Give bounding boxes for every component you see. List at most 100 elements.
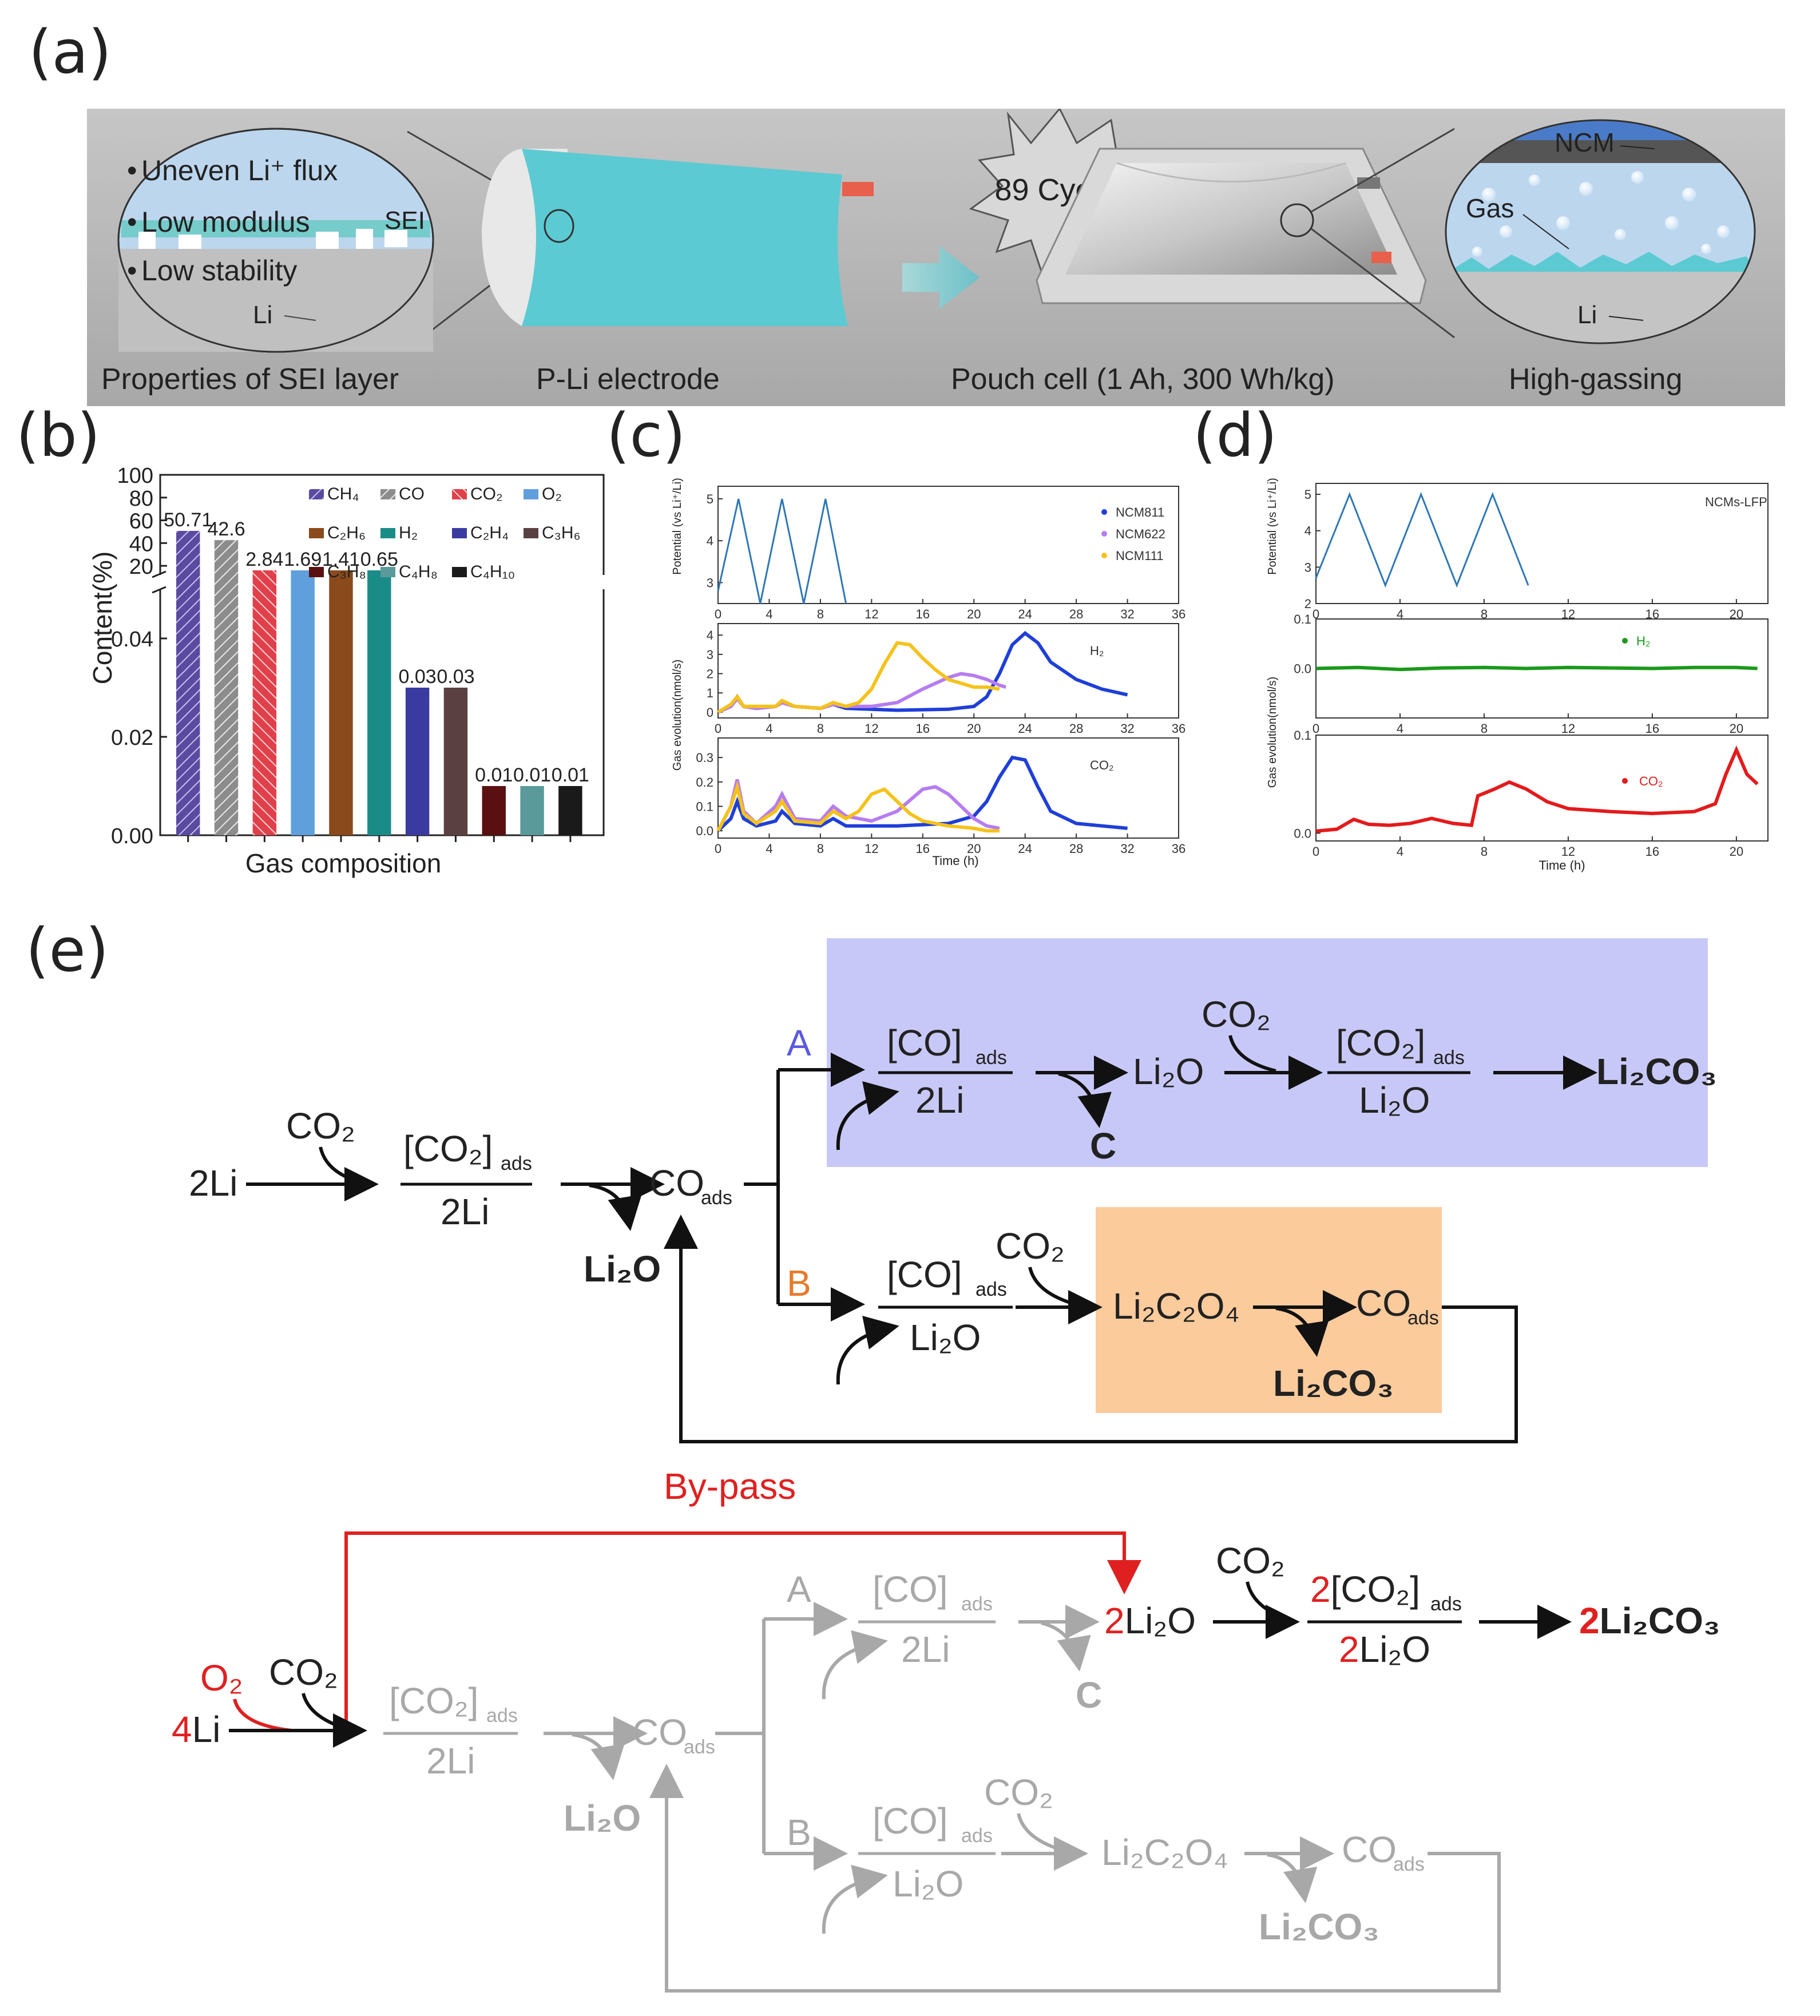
legend-label: NCM811 — [1116, 505, 1164, 519]
bottom-product: 2Li₂CO₃ — [1579, 1600, 1720, 1641]
subplot-frame — [717, 623, 1179, 719]
xtick-label: 0 — [1313, 607, 1319, 621]
chart-c-ylabel-potential: Potential (vs Li⁺/Li) — [671, 478, 684, 575]
top-co2-ads: [CO₂] — [403, 1128, 493, 1169]
svg-text:Li₂C₂O₄: Li₂C₂O₄ — [1101, 1832, 1228, 1873]
chart-b-bar — [214, 540, 239, 835]
xtick-label: 12 — [865, 721, 878, 736]
xtick-label: 8 — [817, 721, 824, 736]
panel-label-d: (d) — [1193, 400, 1278, 470]
xtick-label: 4 — [766, 721, 772, 736]
chart-b-ylabel: Content(%) — [88, 551, 117, 685]
chart-b-ytick-label: 80 — [129, 487, 153, 511]
chart-b-value-label: 2.84 — [245, 549, 283, 570]
svg-text:CO₂: CO₂ — [1216, 1540, 1285, 1581]
xtick-label: 0 — [715, 842, 721, 856]
top-co-ads: CO — [649, 1162, 704, 1204]
svg-text:CO: CO — [1342, 1829, 1397, 1870]
pouch-cell — [1036, 148, 1427, 304]
xtick-label: 0 — [1313, 844, 1319, 859]
svg-text:Li₂CO₃: Li₂CO₃ — [1273, 1363, 1394, 1404]
legend-label: NCM111 — [1116, 549, 1164, 563]
ytick-label: 4 — [707, 534, 713, 548]
caption-sei: Properties of SEI layer — [101, 363, 399, 396]
pathway-a-label: A — [787, 1022, 811, 1063]
pathway-b-box — [1096, 1207, 1442, 1413]
potential-line — [1315, 491, 1529, 588]
ncm-label: NCM — [1555, 128, 1615, 157]
chart-b-ytick-label: 0.04 — [111, 628, 153, 652]
chart-b-legend-swatch — [524, 528, 538, 538]
gas-label: Gas — [1466, 193, 1514, 223]
xtick-label: 16 — [1645, 721, 1659, 736]
chart-b-value-label: 0.01 — [513, 764, 551, 786]
svg-text:CO: CO — [632, 1712, 687, 1753]
sei-zoom-ellipse — [117, 128, 434, 353]
ytick-label: 0.0 — [1294, 662, 1311, 676]
chart-b-legend-swatch — [452, 567, 467, 577]
xtick-label: 12 — [865, 607, 878, 621]
chart-b-value-label: 42.6 — [207, 518, 245, 540]
chart-b-value-label: 0.65 — [360, 549, 398, 570]
svg-text:ads: ads — [961, 1593, 993, 1615]
subplot-frame — [717, 486, 1179, 604]
legend-marker — [1622, 778, 1628, 784]
chart-b-legend-label: C₃H₈ — [327, 562, 366, 581]
chart-b-bar — [405, 688, 430, 835]
ytick-label: 4 — [1304, 524, 1311, 538]
xtick-label: 4 — [1397, 607, 1403, 621]
chart-b-xlabel: Gas composition — [245, 848, 442, 878]
chart-b-legend-label: CO₂ — [470, 485, 503, 503]
ytick-label: 5 — [707, 492, 713, 506]
panel-e-reaction-scheme: 2Li CO₂ [CO₂] ads 2Li Li₂O CO ads A [CO]… — [172, 938, 1720, 1993]
xtick-label: 8 — [1481, 721, 1488, 736]
pathway-a-box — [827, 938, 1708, 1167]
gassing-zoom-ellipse — [1445, 119, 1756, 344]
chart-b-bar — [520, 786, 544, 835]
ytick-label: 4 — [707, 628, 713, 642]
ytick-label: 3 — [707, 648, 713, 662]
svg-text:ads: ads — [701, 1187, 732, 1209]
xtick-label: 36 — [1172, 607, 1185, 621]
svg-text:A: A — [787, 1569, 811, 1610]
xtick-label: 8 — [1481, 607, 1488, 621]
chart-b-ytick-label: 0.00 — [111, 824, 153, 848]
p-li-electrode — [482, 149, 874, 326]
svg-text:CO₂: CO₂ — [984, 1772, 1053, 1813]
bottom-frac-den: 2Li₂O — [1339, 1629, 1430, 1670]
xtick-label: 24 — [1018, 721, 1032, 736]
subplot-frame — [1315, 735, 1769, 842]
xtick-label: 0 — [715, 607, 721, 621]
chart-b-legend-label: CO — [399, 485, 425, 503]
svg-text:Li₂O: Li₂O — [910, 1317, 981, 1358]
xtick-label: 32 — [1120, 721, 1134, 736]
svg-text:ads: ads — [501, 1153, 532, 1174]
xtick-label: 12 — [1561, 721, 1575, 736]
chart-b-legend-label: C₄H₁₀ — [470, 562, 515, 581]
chart-b-legend-swatch — [380, 528, 395, 538]
panel-label-e: (e) — [26, 915, 109, 985]
chart-b-legend-swatch — [309, 567, 324, 577]
ytick-label: 3 — [1304, 560, 1311, 574]
top-li2o-out: Li₂O — [584, 1248, 661, 1289]
svg-text:2Li: 2Li — [915, 1080, 964, 1121]
xtick-label: 8 — [1481, 844, 1488, 859]
ytick-label: 0.3 — [696, 751, 713, 765]
xtick-label: 28 — [1069, 721, 1083, 736]
svg-text:ads: ads — [684, 1736, 715, 1758]
xtick-label: 20 — [967, 607, 981, 621]
ytick-label: 3 — [707, 576, 713, 590]
annotation-ncms-lfp: NCMs-LFP — [1705, 495, 1767, 509]
chart-b-ytick-label: 60 — [129, 510, 153, 534]
chart-b-ytick-label: 40 — [129, 532, 153, 556]
svg-text:Li₂O: Li₂O — [1359, 1080, 1430, 1121]
svg-text:Li₂C₂O₄: Li₂C₂O₄ — [1113, 1285, 1240, 1327]
svg-text:ads: ads — [1433, 1047, 1465, 1069]
caption-pouch: Pouch cell (1 Ah, 300 Wh/kg) — [951, 363, 1335, 396]
svg-text:B: B — [787, 1812, 811, 1853]
chart-b-bar — [252, 570, 277, 835]
svg-text:C: C — [1090, 1125, 1116, 1166]
svg-text:ads: ads — [486, 1705, 518, 1727]
